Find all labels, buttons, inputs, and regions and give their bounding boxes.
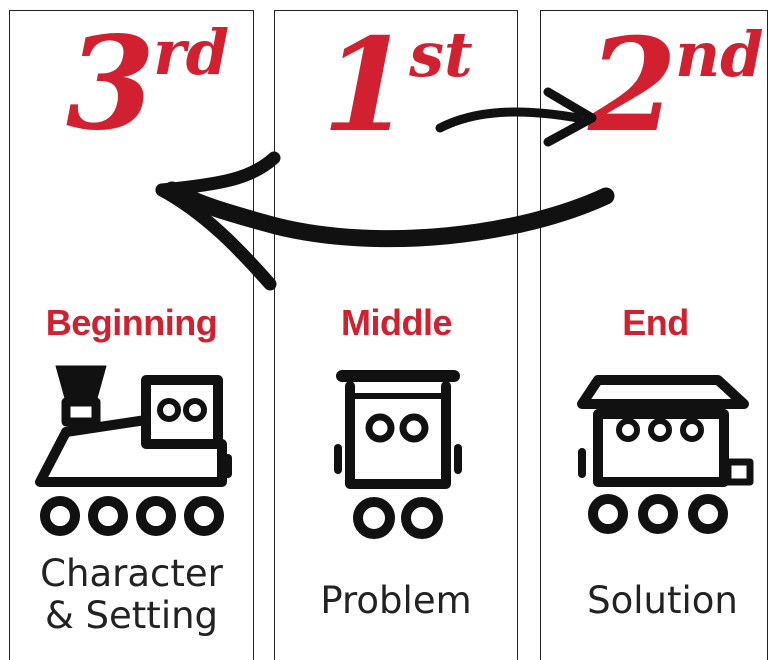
order-first-number: 1 <box>322 11 411 161</box>
story-line-character: Character <box>40 552 223 595</box>
panel-end <box>540 10 768 660</box>
label-beginning: Beginning <box>45 302 218 343</box>
label-middle: Middle <box>341 302 453 343</box>
panel-beginning <box>9 10 254 660</box>
order-second: 2nd <box>588 22 764 150</box>
story-line-setting: & Setting <box>44 594 219 637</box>
order-third-suffix: rd <box>153 16 230 89</box>
label-end: End <box>622 302 689 343</box>
order-third: 3rd <box>66 20 229 148</box>
story-element-end: Solution <box>587 579 738 622</box>
order-second-suffix: nd <box>675 18 764 91</box>
order-first: 1st <box>322 22 473 150</box>
story-element-beginning: Character & Setting <box>9 553 254 637</box>
order-first-suffix: st <box>409 18 473 91</box>
order-third-number: 3 <box>66 9 155 159</box>
story-element-middle: Problem <box>320 579 472 622</box>
order-second-number: 2 <box>588 11 677 161</box>
